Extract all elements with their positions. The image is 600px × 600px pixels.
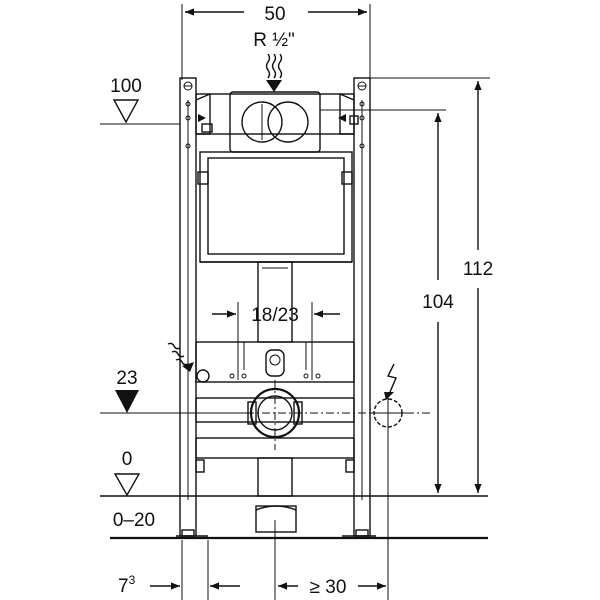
flush-pipe [257,261,293,343]
offset-right-dimension: ≥ 30 [278,577,386,598]
supply-thread-label: R ½" [253,30,295,51]
level-100-label: 100 [110,76,142,97]
mount-spacing-label: 18/23 [251,305,299,326]
level-23-label: 23 [116,368,137,389]
width-dimension: 50 [181,4,371,80]
bottom-crossbar [195,437,355,473]
mount-spacing-dimension: 18/23 [212,302,340,380]
floor-range: 0–20 [110,510,488,540]
level-23-marker: 23 [100,368,248,414]
level-0-label: 0 [122,449,133,470]
water-supply-arrow-icon [265,53,283,92]
air-vent-arrow-icon [167,342,194,372]
right-frame-post [342,77,376,537]
level-0-marker: 0 [100,449,488,497]
height-104-dimension: 104 [422,113,454,493]
offset-right-label: ≥ 30 [310,577,347,598]
drain-connection [195,380,430,450]
floor-range-label: 0–20 [113,510,155,531]
offset-left-dimension: 73 [118,540,240,600]
height-112-dimension: 112 [463,81,493,493]
height-104-label: 104 [422,292,454,313]
electrical-connection-icon [370,363,408,600]
offset-left-label: 73 [118,573,136,597]
height-112-label: 112 [463,259,493,280]
level-100-marker: 100 [100,76,180,125]
cistern [199,151,353,263]
waste-pipe [255,457,297,600]
actuator-plate [195,77,490,185]
lower-crossbar [195,341,355,383]
left-frame-post [176,77,208,537]
width-label: 50 [264,4,285,25]
